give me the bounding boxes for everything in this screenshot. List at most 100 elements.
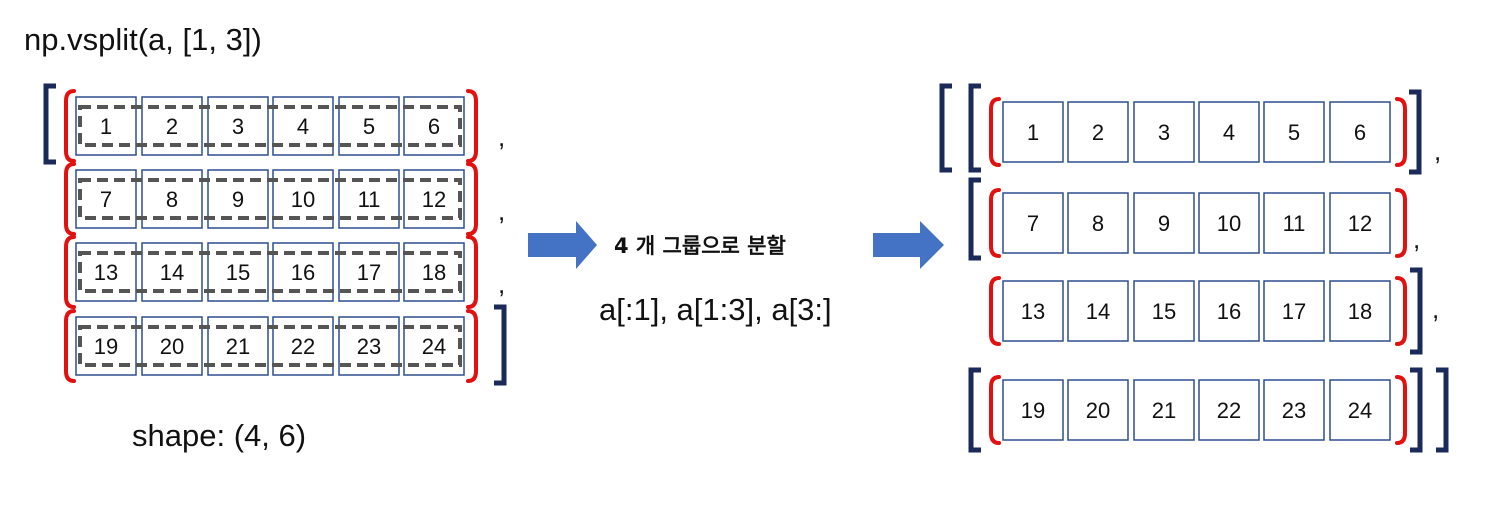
- row-dashed-outline: [78, 105, 462, 147]
- cell-value: 20: [160, 334, 184, 359]
- slices-label: a[:1], a[1:3], a[3:]: [599, 292, 832, 327]
- cell-value: 18: [422, 260, 446, 285]
- cell-value: 7: [1027, 211, 1039, 236]
- output-cell: [1133, 379, 1195, 441]
- cell-value: 3: [232, 114, 244, 139]
- cell-value: 9: [232, 187, 244, 212]
- row-dashed-outline: [78, 325, 462, 367]
- cell-value: 17: [357, 260, 381, 285]
- output-cell: [1329, 280, 1391, 342]
- cell-value: 14: [160, 260, 184, 285]
- comma: ,: [498, 196, 505, 226]
- output-cell: [1263, 379, 1325, 441]
- cell-value: 24: [1348, 398, 1372, 423]
- output-cell: [1133, 101, 1195, 163]
- comma: ,: [498, 122, 505, 152]
- cell-value: 12: [1348, 211, 1372, 236]
- output-cell: [1329, 192, 1391, 254]
- cell-value: 24: [422, 334, 446, 359]
- output-cell: [1067, 192, 1129, 254]
- cell-value: 5: [1288, 120, 1300, 145]
- output-cell: [1198, 280, 1260, 342]
- output-cell: [1002, 192, 1064, 254]
- cell-value: 4: [1223, 120, 1235, 145]
- row-close-bracket: [1395, 188, 1407, 258]
- cell-value: 2: [1092, 120, 1104, 145]
- cell-value: 20: [1086, 398, 1110, 423]
- matrix-close-bracket: [494, 304, 507, 386]
- matrix-row: 13 14 15 16 17 18: [64, 235, 478, 309]
- cell-value: 15: [226, 260, 250, 285]
- output-row: 19 20 21 22 23 24: [989, 375, 1407, 445]
- comma: ,: [1413, 224, 1420, 254]
- group-open-bracket: [968, 83, 981, 173]
- output-cell: [1263, 192, 1325, 254]
- row-close-bracket: [1395, 375, 1407, 445]
- row-dashed-outline: [78, 251, 462, 293]
- cell-value: 13: [94, 260, 118, 285]
- output-cell: [1198, 192, 1260, 254]
- row-close-bracket: [466, 309, 478, 383]
- row-open-bracket: [64, 89, 76, 163]
- cell-value: 19: [1021, 398, 1045, 423]
- cell-value: 2: [166, 114, 178, 139]
- output-cell: [1198, 379, 1260, 441]
- output-cell: [1067, 379, 1129, 441]
- cell-value: 16: [291, 260, 315, 285]
- row-close-bracket: [466, 89, 478, 163]
- output-cell: [1263, 280, 1325, 342]
- cell-value: 19: [94, 334, 118, 359]
- row-open-bracket: [64, 162, 76, 236]
- cell-value: 6: [1354, 120, 1366, 145]
- cell-value: 23: [1282, 398, 1306, 423]
- row-open-bracket: [64, 309, 76, 383]
- arrow-right-icon: [873, 221, 944, 269]
- output-cell: [1067, 101, 1129, 163]
- output-cell: [1263, 101, 1325, 163]
- output-cell: [1329, 101, 1391, 163]
- cell-value: 10: [291, 187, 315, 212]
- output-cell: [1067, 280, 1129, 342]
- comma: ,: [1434, 136, 1441, 166]
- output-cell: [1002, 379, 1064, 441]
- group-open-bracket: [968, 177, 981, 261]
- output-cell: [1133, 192, 1195, 254]
- group-close-bracket: [1409, 89, 1422, 175]
- cell-value: 17: [1282, 299, 1306, 324]
- output-cell: [1002, 280, 1064, 342]
- cell-value: 14: [1086, 299, 1110, 324]
- row-open-bracket: [989, 375, 1001, 445]
- group-close-bracket: [1410, 367, 1423, 453]
- cell-value: 8: [1092, 211, 1104, 236]
- cell-value: 3: [1158, 120, 1170, 145]
- cell-value: 18: [1348, 299, 1372, 324]
- output-cell: [1133, 280, 1195, 342]
- cell-value: 16: [1217, 299, 1241, 324]
- cell-value: 22: [1217, 398, 1241, 423]
- shape-label: shape: (4, 6): [132, 418, 306, 453]
- group-open-bracket: [968, 367, 981, 453]
- group-close-bracket: [1410, 267, 1423, 355]
- cell-value: 1: [1027, 120, 1039, 145]
- output-cell: [1198, 101, 1260, 163]
- row-dashed-outline: [78, 178, 462, 220]
- comma: ,: [498, 269, 505, 299]
- row-open-bracket: [989, 276, 1001, 346]
- cell-value: 9: [1158, 211, 1170, 236]
- cell-value: 21: [226, 334, 250, 359]
- arrow-right-icon: [528, 221, 597, 269]
- row-close-bracket: [466, 235, 478, 309]
- output-cell: [1329, 379, 1391, 441]
- cell-value: 21: [1152, 398, 1176, 423]
- outer-open-bracket: [939, 83, 952, 173]
- cell-value: 1: [100, 114, 112, 139]
- row-open-bracket: [989, 188, 1001, 258]
- cell-value: 11: [358, 187, 381, 212]
- cell-value: 12: [422, 187, 446, 212]
- row-open-bracket: [989, 97, 1001, 167]
- cell-value: 7: [100, 187, 112, 212]
